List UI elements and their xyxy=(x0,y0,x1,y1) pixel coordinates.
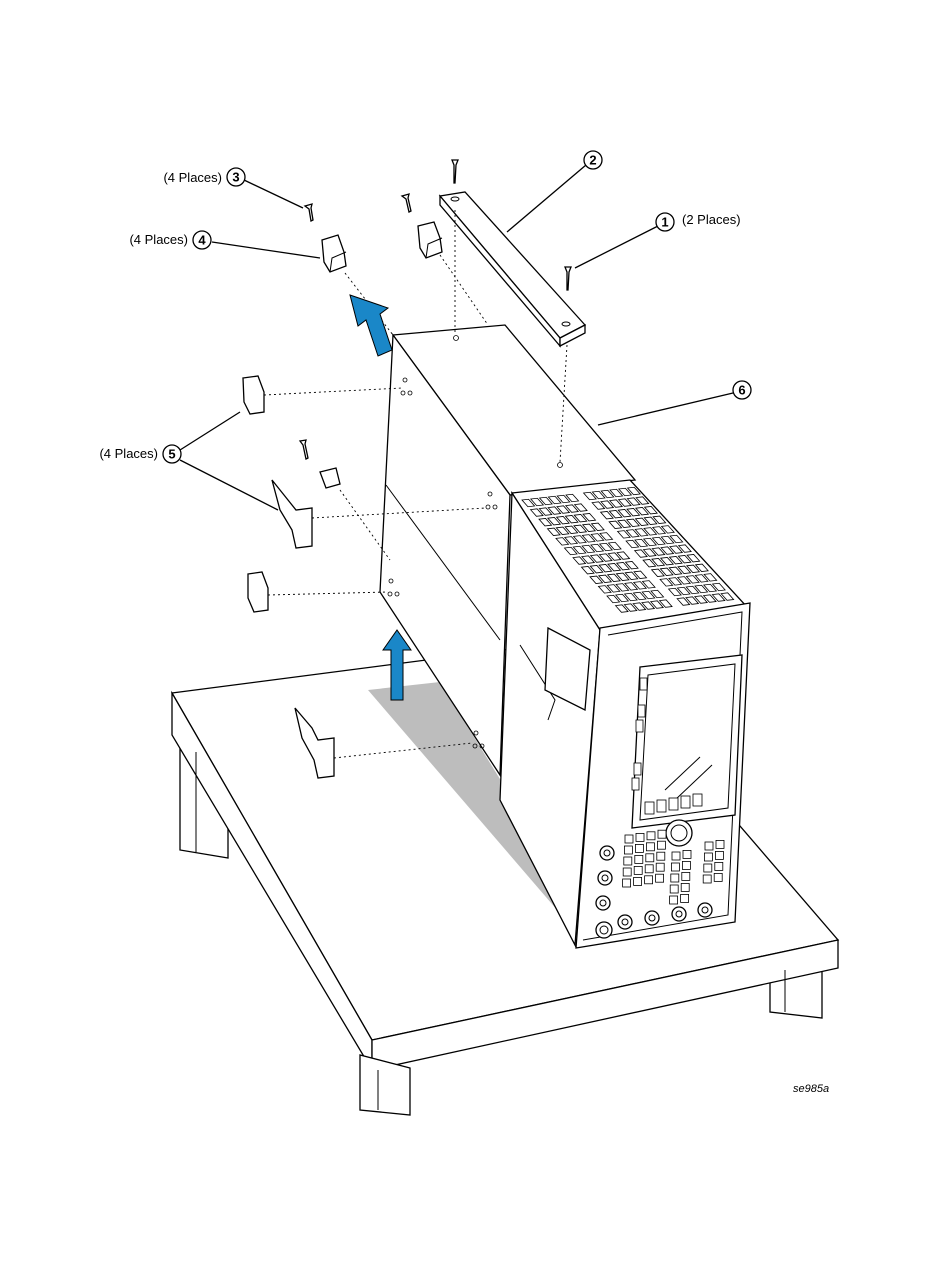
callout-1: 1 (2 Places) xyxy=(656,212,741,231)
keypad-key xyxy=(703,875,711,883)
keypad-key xyxy=(625,835,633,843)
keypad-key xyxy=(636,833,644,841)
keypad-key xyxy=(658,830,666,838)
keypad-key xyxy=(672,852,680,860)
svg-text:(4 Places): (4 Places) xyxy=(99,446,158,461)
keypad-key xyxy=(624,846,632,854)
keypad-key xyxy=(681,883,689,891)
keypad-key xyxy=(645,876,653,884)
callout-3: 3 (4 Places) xyxy=(163,168,245,186)
callout-5: 5 (4 Places) xyxy=(99,445,181,463)
keypad-key xyxy=(623,879,631,887)
keypad-key xyxy=(714,873,722,881)
keypad-key xyxy=(671,863,679,871)
svg-text:2: 2 xyxy=(589,153,596,168)
keypad-key xyxy=(670,896,678,904)
keypad-key xyxy=(656,863,664,871)
keypad-key xyxy=(716,840,724,848)
svg-text:(4 Places): (4 Places) xyxy=(163,170,222,185)
keypad-key xyxy=(635,844,643,852)
keypad-key xyxy=(682,861,690,869)
keypad-key xyxy=(634,866,642,874)
svg-text:6: 6 xyxy=(738,383,745,398)
keypad-key xyxy=(656,874,664,882)
keypad-key xyxy=(634,877,642,885)
keypad-key xyxy=(657,841,665,849)
keypad-key xyxy=(647,832,655,840)
keypad-key xyxy=(705,842,713,850)
keypad-key xyxy=(623,868,631,876)
keypad-key xyxy=(635,855,643,863)
keypad-key xyxy=(715,851,723,859)
callout-4: 4 (4 Places) xyxy=(129,231,211,249)
figure-id: se985a xyxy=(793,1083,829,1095)
keypad-key xyxy=(704,864,712,872)
keypad-key xyxy=(671,874,679,882)
svg-text:1: 1 xyxy=(661,215,668,230)
strap-handle xyxy=(440,192,585,346)
keypad-key xyxy=(704,853,712,861)
svg-text:5: 5 xyxy=(168,447,175,462)
keypad-key xyxy=(646,843,654,851)
keypad-key xyxy=(646,854,654,862)
keypad-key xyxy=(624,857,632,865)
svg-text:4: 4 xyxy=(198,233,206,248)
svg-text:(4 Places): (4 Places) xyxy=(129,232,188,247)
callout-2: 2 xyxy=(584,151,602,169)
keypad-key xyxy=(715,862,723,870)
keypad-key xyxy=(670,885,678,893)
keypad-key xyxy=(682,872,690,880)
keypad-key xyxy=(683,850,691,858)
keypad-key xyxy=(681,894,689,902)
callout-6: 6 xyxy=(733,381,751,399)
keypad-key xyxy=(645,865,653,873)
rotary-knob xyxy=(666,820,692,846)
svg-text:(2 Places): (2 Places) xyxy=(682,212,741,227)
svg-text:3: 3 xyxy=(232,170,239,185)
keypad-key xyxy=(657,852,665,860)
